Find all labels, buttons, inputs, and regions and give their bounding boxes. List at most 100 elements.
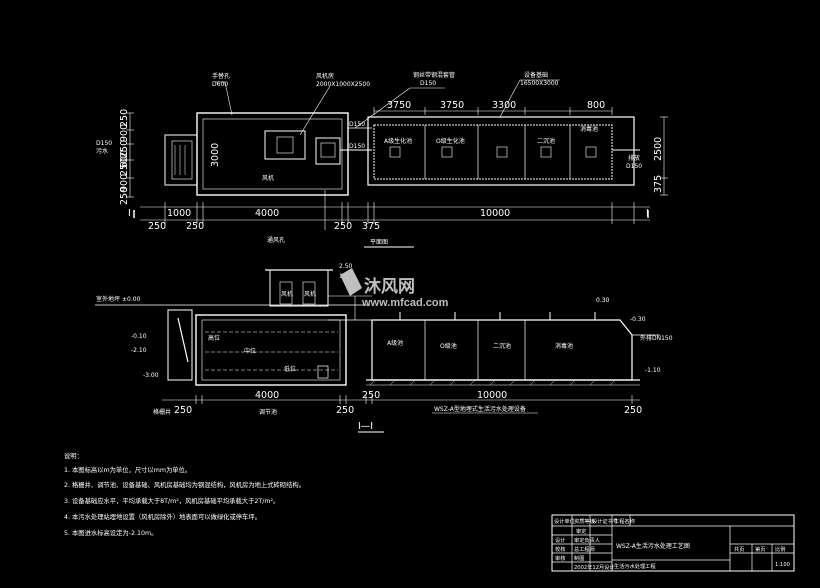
note-5: 5. 本图进水标高设定为-2.10m。 bbox=[64, 528, 157, 537]
dim-left-900a: 900 bbox=[119, 124, 130, 142]
label-blower-a: 风机 bbox=[281, 290, 293, 298]
label-vent-hole: 通风孔 bbox=[267, 236, 285, 244]
plan-dimensions: 3750 3750 3300 800 250 900 250 600 250 9… bbox=[119, 100, 664, 232]
label-blower-room: 风机房 bbox=[316, 72, 334, 80]
tb-head-1: 第页 bbox=[755, 545, 765, 553]
note-1: 1. 本图标高以m为单位，尺寸以mm为单位。 bbox=[64, 465, 191, 474]
watermark: 沐风网 www.mfcad.com bbox=[340, 268, 449, 309]
label-reg-tank: 调节池 bbox=[259, 408, 277, 416]
label-equipment-caption: WSZ-A型地埋式生活污水处理设备 bbox=[434, 405, 526, 413]
tb-r5-left: 审核 bbox=[555, 554, 565, 562]
tb-r1-0: 设计单位 bbox=[554, 517, 575, 525]
label-outlet-pipe-size: D150 bbox=[420, 80, 436, 87]
label-outlet-to: 外排DN150 bbox=[640, 334, 673, 342]
dim-left-250c: 250 bbox=[119, 158, 130, 176]
label-mid-level: 中位 bbox=[244, 347, 256, 355]
note-3: 3. 设备基础应水平，平均承载大于8T/m²，风机房基础平均承载大于2T/m²。 bbox=[64, 496, 279, 505]
tb-head-2: 比例 bbox=[775, 545, 785, 553]
label-top-level: 2.50 bbox=[339, 263, 353, 270]
title-block bbox=[551, 514, 795, 572]
label-level-m010: -0.10 bbox=[131, 333, 147, 340]
tb-r1-3: 工程名称 bbox=[614, 517, 635, 525]
dim-bot-250c: 250 bbox=[334, 221, 352, 232]
dim-bot-1000: 1000 bbox=[167, 208, 191, 219]
label-manhole-size: D600 bbox=[212, 81, 228, 88]
label-ground-level: 室外地坪 bbox=[96, 295, 120, 303]
dim-right-2500: 2500 bbox=[653, 137, 664, 161]
plan-equipment-base bbox=[367, 116, 635, 186]
label-tank-disinfect: 消毒池 bbox=[555, 342, 573, 350]
dim-bot-250a: 250 bbox=[148, 221, 166, 232]
label-discharge-size: D150 bbox=[626, 163, 642, 170]
dim-left-900b: 900 bbox=[119, 174, 130, 192]
dim-left-250a: 250 bbox=[119, 109, 130, 127]
dim-bot-250b: 250 bbox=[186, 221, 204, 232]
tb-r1-1: 资质等级 bbox=[574, 517, 595, 525]
label-grille-well: 格栅井 bbox=[153, 408, 171, 416]
section-regulating-tank bbox=[195, 314, 347, 386]
dim-3750b: 3750 bbox=[440, 100, 464, 111]
label-oxic-tank: O级生化池 bbox=[436, 137, 465, 145]
plan-grille-inner bbox=[171, 140, 193, 180]
tb-r3-mid: 审定负责人 bbox=[574, 536, 600, 544]
tb-r6-mid: 2002年12月设计 bbox=[574, 563, 615, 571]
dim-left-250d: 250 bbox=[119, 187, 130, 205]
label-equipment-base-size: 16500X3000 bbox=[520, 80, 559, 87]
label-blower-room-size: 2000X1000X2500 bbox=[316, 81, 370, 88]
section-labels: 室外地坪 ±0.00 -0.10 -2.10 -3.00 0.30 -0.30 … bbox=[96, 263, 673, 432]
watermark-en: www.mfcad.com bbox=[361, 297, 449, 309]
label-level-m110: -1.10 bbox=[645, 367, 661, 374]
label-discharge: 排放 bbox=[628, 154, 640, 162]
dim-left-600: 600 bbox=[119, 150, 130, 168]
label-pipe-d150a: D150 bbox=[349, 121, 365, 128]
section-view bbox=[95, 269, 660, 433]
dim-s-10000: 10000 bbox=[477, 390, 507, 401]
tb-r2-left: 审定 bbox=[576, 527, 586, 535]
label-settling-tank: 二沉池 bbox=[537, 137, 555, 145]
title-block-text: 设计单位 资质等级 设计证书号 工程名称 审定 设计 审定负责人 校核 总工程师… bbox=[554, 517, 790, 571]
notes: 说明： 1. 本图标高以m为单位，尺寸以mm为单位。 2. 格栅井、调节池、设备… bbox=[64, 451, 305, 537]
dim-bot-375: 375 bbox=[362, 221, 380, 232]
dim-left-250b: 250 bbox=[119, 140, 130, 158]
label-anoxic-tank: A级生化池 bbox=[384, 137, 412, 145]
label-blower-b: 风机 bbox=[304, 290, 316, 298]
label-level-m030: -0.30 bbox=[630, 316, 646, 323]
plan-view bbox=[126, 79, 668, 248]
section-title: I—I bbox=[358, 421, 373, 432]
dim-3750a: 3750 bbox=[387, 100, 411, 111]
watermark-cn: 沐风网 bbox=[364, 277, 415, 297]
tb-r5-mid: 制图 bbox=[574, 554, 584, 562]
label-tank-o: O级池 bbox=[440, 342, 457, 350]
tb-project: 生活污水处理工程 bbox=[614, 562, 656, 570]
label-disinfection-tank: 消毒池 bbox=[580, 125, 598, 133]
note-2: 2. 格栅井、调节池、设备基础、风机房基础均为钢混结构，风机房为地上式砖砌结构。 bbox=[64, 480, 305, 489]
label-pipe-d150b: D150 bbox=[349, 143, 365, 150]
dim-800: 800 bbox=[587, 100, 605, 111]
dim-s-250c: 250 bbox=[362, 390, 380, 401]
section-grille-well bbox=[167, 309, 193, 381]
label-level-m300: -3.00 bbox=[143, 372, 159, 379]
dim-inner-3000: 3000 bbox=[210, 143, 221, 167]
plan-title: 平面图 bbox=[370, 239, 388, 246]
label-blower: 风机 bbox=[262, 174, 274, 182]
plan-blower-unit bbox=[315, 137, 341, 165]
tb-r1-2: 设计证书号 bbox=[592, 517, 618, 525]
plan-equipment-body bbox=[373, 124, 613, 180]
label-low-level: 低位 bbox=[284, 365, 296, 373]
dim-3300: 3300 bbox=[492, 100, 516, 111]
label-tank-a: A级池 bbox=[387, 339, 403, 347]
label-equipment-base: 设备基础 bbox=[524, 71, 548, 79]
plan-regulating-tank bbox=[196, 112, 349, 196]
dim-s-250a: 250 bbox=[174, 405, 192, 416]
tb-val-2: 1:100 bbox=[775, 562, 790, 568]
note-4: 4. 本污水处理站埋地设置（风机房除外）地表面可以做绿化或停车坪。 bbox=[64, 512, 261, 521]
section-blower-room bbox=[269, 269, 329, 307]
label-ground-value: ±0.00 bbox=[122, 296, 141, 303]
dim-bot-10000: 10000 bbox=[480, 208, 510, 219]
label-level-m210: -2.10 bbox=[131, 347, 147, 354]
dim-s-250d: 250 bbox=[624, 405, 642, 416]
plan-labels: 手替孔 D600 风机房 2000X1000X2500 钢丝带钢混套管 D150… bbox=[96, 71, 649, 246]
label-inlet-pipe: D150 bbox=[96, 140, 112, 147]
section-marker-right: I bbox=[646, 208, 649, 219]
